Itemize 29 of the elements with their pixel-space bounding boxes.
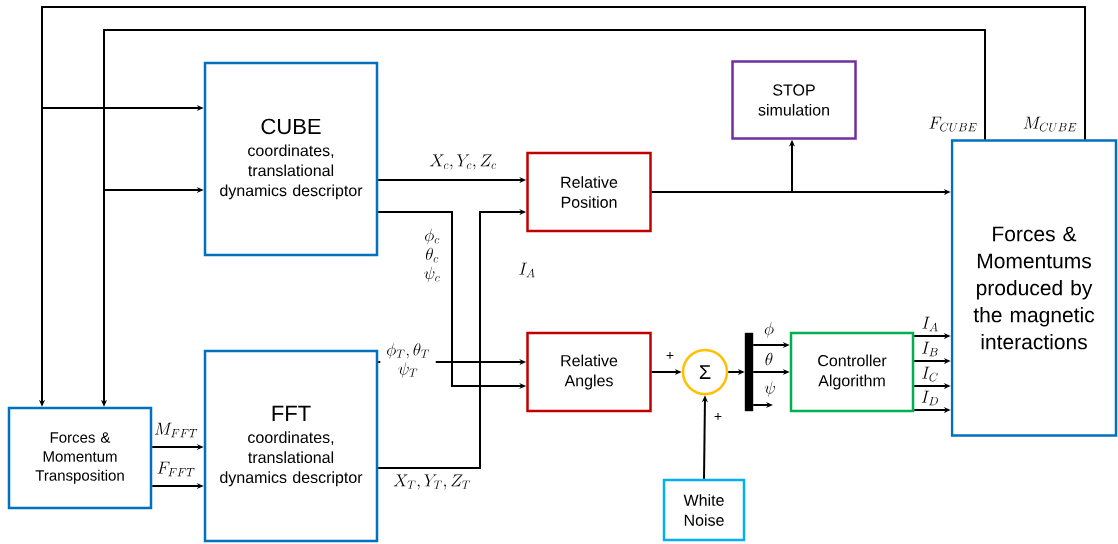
edge-label: $F_{CUBE}$ — [927, 115, 979, 133]
edge-label: $\begin{array}{c}\phi_c\\ \theta_c\\ \psi_c\end{array}$ — [417, 226, 447, 286]
edge-label: $\psi$ — [763, 380, 777, 398]
edge-label: $\theta$ — [763, 352, 775, 366]
edge-label: $M_{FFT}$ — [153, 421, 199, 439]
process-box: Relative Angles — [526, 331, 652, 413]
edge-label: $I_D$ — [920, 389, 941, 407]
edge-label: $I_A$ — [920, 315, 940, 333]
edge-label: $F_{FFT}$ — [155, 460, 197, 478]
process-box: Forces & Momentum Transposition — [7, 406, 153, 510]
edge-label: $\phi$ — [763, 321, 775, 339]
edge-label: + — [712, 411, 724, 423]
edge-label: + — [664, 350, 676, 362]
process-box: CUBE coordinates, translational dynamics descriptor — [203, 61, 379, 257]
process-box: STOP simulation — [731, 60, 857, 140]
edge-label: $I_B$ — [920, 340, 940, 358]
arrow — [41, 6, 1086, 141]
signal-label: $I_A$ — [519, 262, 535, 278]
process-box: Relative Position — [526, 151, 652, 233]
process-box: FFT coordinates, translational dynamics descriptor — [203, 349, 379, 543]
process-box: Forces & Momentums produced by the magnetic interactions — [950, 139, 1118, 437]
edge-label: $M_{CUBE}$ — [1021, 115, 1079, 133]
process-box: White Noise — [662, 478, 746, 542]
edge-label: $X_T, Y_T, Z_T$ — [392, 473, 472, 491]
edge-label: $X_c, Y_c, Z_c$ — [428, 153, 498, 171]
process-box: Controller Algorithm — [789, 331, 915, 413]
edge-label: $I_C$ — [920, 365, 940, 383]
edge-label: $\begin{array}{c}\phi_T, \theta_T\\ \psi_T\end{array}$ — [380, 341, 436, 381]
summing-junction: Σ — [681, 348, 729, 396]
